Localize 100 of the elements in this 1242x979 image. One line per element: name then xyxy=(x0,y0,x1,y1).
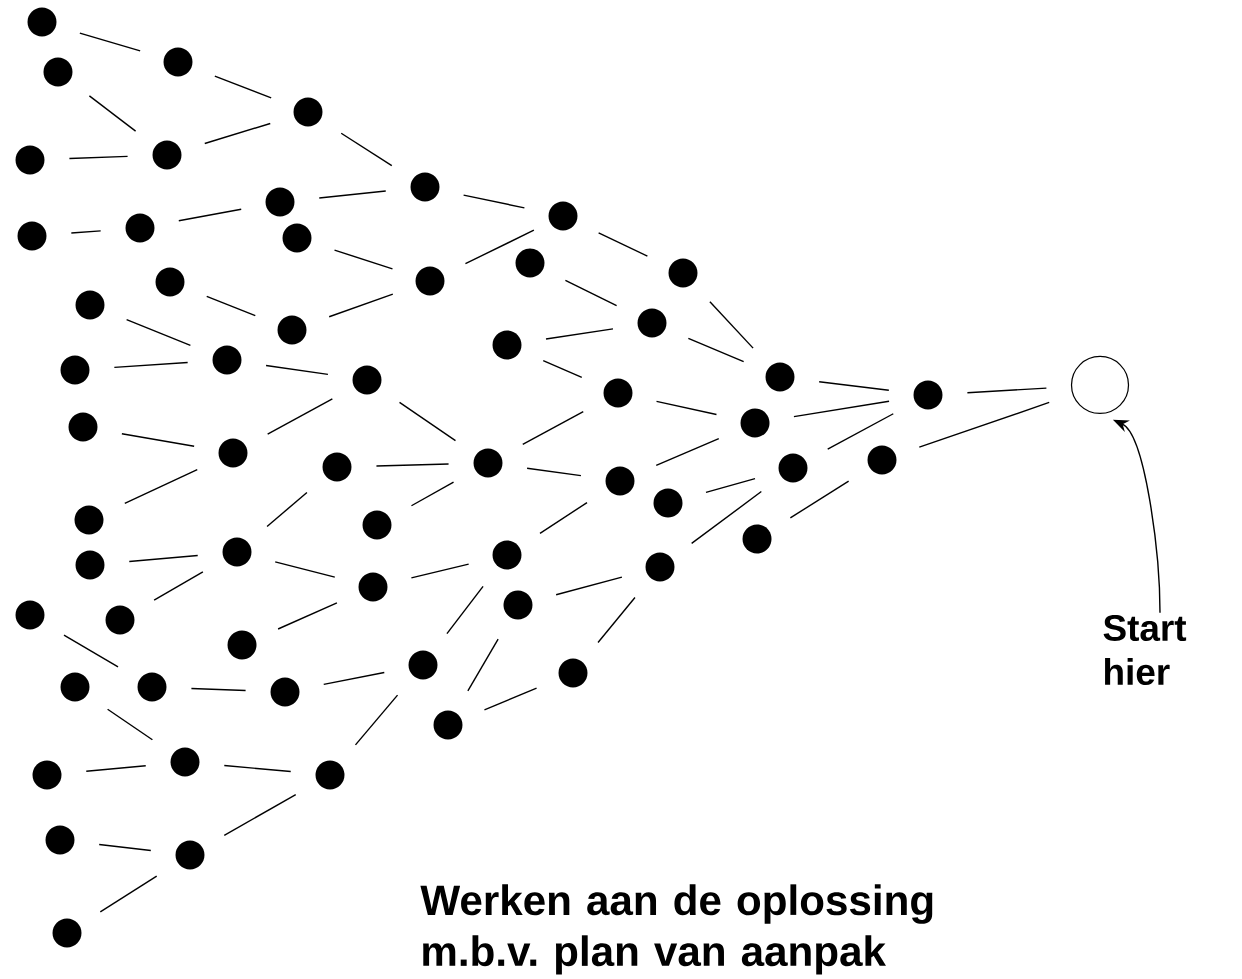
connector-line xyxy=(323,671,385,686)
connector-line xyxy=(446,585,484,635)
dot xyxy=(637,308,667,338)
dot xyxy=(603,378,633,408)
dot xyxy=(170,747,200,777)
dot xyxy=(277,315,307,345)
dot xyxy=(352,365,382,395)
dot xyxy=(293,97,323,127)
dot xyxy=(27,7,57,37)
dot xyxy=(212,345,242,375)
dot xyxy=(45,825,75,855)
connector-line xyxy=(467,638,499,692)
connector-line xyxy=(125,318,192,346)
connector-line xyxy=(266,398,334,435)
dot xyxy=(653,488,683,518)
connector-line xyxy=(124,468,198,505)
start-label: Start hier xyxy=(1103,614,1187,685)
dot xyxy=(270,677,300,707)
dot xyxy=(322,452,352,482)
connector-line xyxy=(121,433,195,447)
connector-line xyxy=(462,194,526,209)
dot xyxy=(222,537,252,567)
dot xyxy=(558,658,588,688)
dot xyxy=(492,330,522,360)
connector-line xyxy=(274,561,336,578)
dot xyxy=(410,172,440,202)
dot xyxy=(105,605,135,635)
connector-line xyxy=(153,571,204,601)
dot xyxy=(17,221,47,251)
dot xyxy=(15,600,45,630)
dot xyxy=(52,918,82,948)
dot xyxy=(433,710,463,740)
start-circle xyxy=(1070,355,1130,415)
connector-line xyxy=(597,232,649,257)
connector-line xyxy=(410,481,455,507)
dot xyxy=(282,223,312,253)
dot xyxy=(155,267,185,297)
connector-line xyxy=(113,361,189,369)
connector-line xyxy=(818,381,890,391)
connector-line xyxy=(318,190,387,199)
connector-line xyxy=(206,295,256,317)
connector-line xyxy=(340,132,393,167)
dot xyxy=(175,840,205,870)
dot xyxy=(74,505,104,535)
connector-line xyxy=(333,249,394,270)
dot xyxy=(740,408,770,438)
connector-line xyxy=(687,337,745,363)
dot xyxy=(75,550,105,580)
connector-line xyxy=(655,400,718,416)
dot xyxy=(645,552,675,582)
connector-line xyxy=(690,490,763,545)
connector-line xyxy=(483,687,538,711)
connector-line xyxy=(709,301,754,349)
dot xyxy=(163,47,193,77)
dot xyxy=(668,258,698,288)
dot xyxy=(265,187,295,217)
connector-line xyxy=(354,694,399,746)
connector-line xyxy=(204,122,271,145)
dot xyxy=(503,590,533,620)
connector-line xyxy=(564,279,618,307)
connector-line xyxy=(85,765,147,772)
dot xyxy=(15,145,45,175)
connector-line xyxy=(375,463,450,467)
connector-line xyxy=(106,708,154,741)
dot xyxy=(137,672,167,702)
dot xyxy=(765,362,795,392)
connector-line xyxy=(789,480,850,519)
connector-line xyxy=(526,467,582,477)
connector-line xyxy=(793,400,890,418)
connector-line xyxy=(597,596,636,644)
dot xyxy=(473,448,503,478)
dot xyxy=(315,760,345,790)
connector-line xyxy=(266,491,308,528)
connector-line xyxy=(655,437,720,467)
dot xyxy=(60,355,90,385)
dot xyxy=(605,466,635,496)
connector-line xyxy=(410,563,470,579)
dot xyxy=(548,201,578,231)
dot xyxy=(152,140,182,170)
connector-line xyxy=(555,576,623,596)
connector-line xyxy=(70,230,102,234)
dot xyxy=(32,760,62,790)
dot xyxy=(778,453,808,483)
caption: Werken aan de oplossing m.b.v. plan van aanpak xyxy=(420,884,933,975)
dot xyxy=(362,510,392,540)
dot xyxy=(43,57,73,87)
connector-line xyxy=(79,32,141,52)
dot xyxy=(125,213,155,243)
dot xyxy=(218,438,248,468)
dot xyxy=(227,630,257,660)
dot xyxy=(60,672,90,702)
connector-line xyxy=(827,413,894,450)
dot xyxy=(913,380,943,410)
connector-line xyxy=(522,411,584,445)
connector-line xyxy=(265,364,329,376)
dot xyxy=(492,540,522,570)
connector-line xyxy=(966,387,1048,394)
connector-line xyxy=(542,359,583,379)
connector-line xyxy=(68,155,129,160)
dot xyxy=(867,445,897,475)
